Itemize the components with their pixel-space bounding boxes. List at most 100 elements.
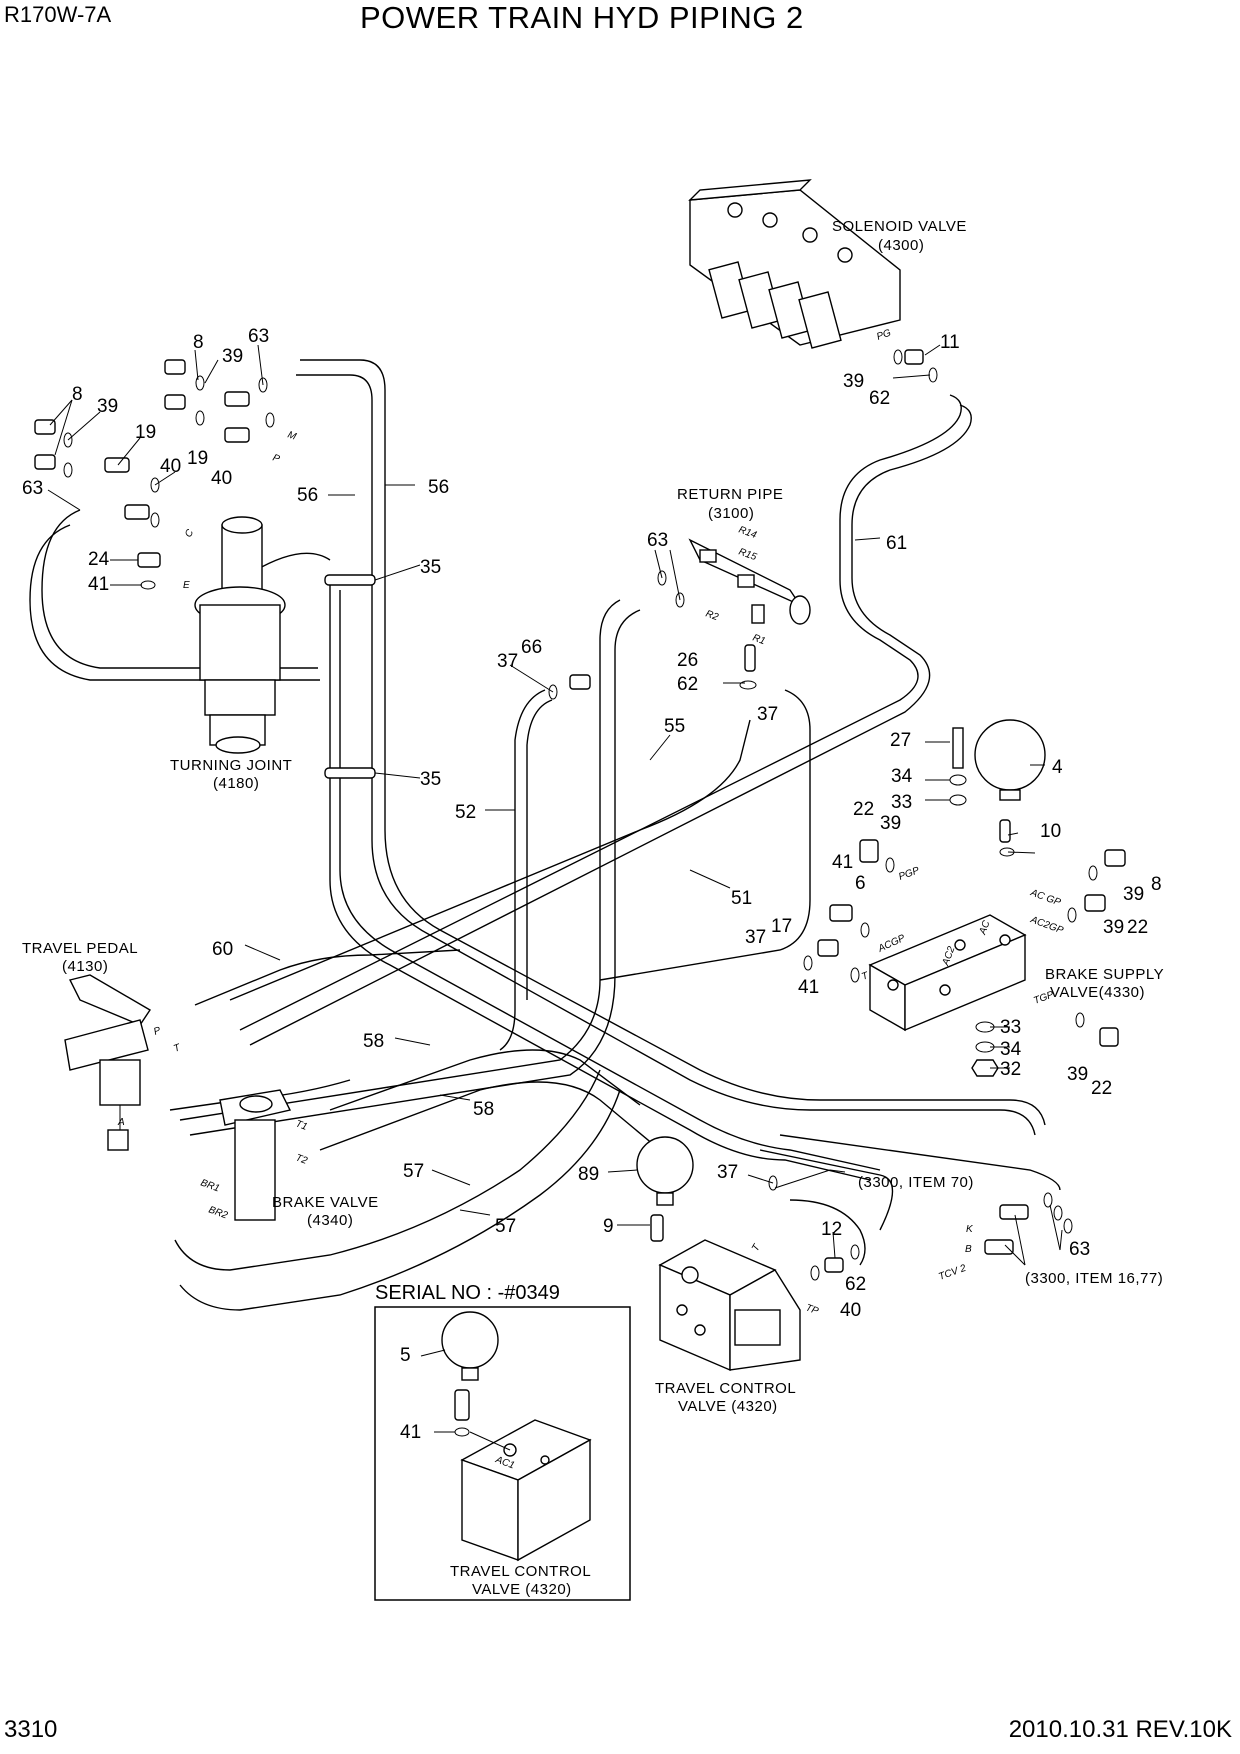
solenoid-valve <box>688 179 901 349</box>
callout: 17 <box>771 916 792 937</box>
revision-stamp: 2010.10.31 REV.10K <box>1008 1716 1232 1743</box>
port-label: R2 <box>704 608 720 623</box>
port-label: T1 <box>294 1118 309 1132</box>
callout: 39 <box>880 813 901 834</box>
port-label: R15 <box>737 546 758 563</box>
port-label: AC2GP <box>1028 914 1065 936</box>
ref-note-item70: (3300, ITEM 70) <box>858 1174 974 1191</box>
port-label: A <box>117 1117 125 1128</box>
travel-control-valve-code: VALVE (4320) <box>678 1398 778 1415</box>
return-pipe-label: RETURN PIPE <box>677 486 783 503</box>
port-label: T2 <box>294 1152 309 1166</box>
callout: 52 <box>455 802 476 823</box>
callout: 89 <box>578 1164 599 1185</box>
callout: 56 <box>297 485 318 506</box>
callout: 58 <box>473 1099 494 1120</box>
callout: 39 <box>1067 1064 1088 1085</box>
callout: 8 <box>72 384 83 405</box>
port-label: BR2 <box>207 1204 229 1221</box>
callout: 33 <box>1000 1017 1021 1038</box>
callout: 19 <box>135 422 156 443</box>
callout: 56 <box>428 477 449 498</box>
page-number: 3310 <box>4 1716 58 1743</box>
callout: 35 <box>420 557 441 578</box>
callout: 24 <box>88 549 110 570</box>
port-label: TCV 2 <box>937 1263 968 1283</box>
callout: 9 <box>603 1216 614 1237</box>
leader-lines <box>47 344 1063 1433</box>
travel-pedal-code: (4130) <box>62 958 108 975</box>
port-label: R14 <box>737 524 758 541</box>
callout: 39 <box>843 371 864 392</box>
callout: 66 <box>521 637 542 658</box>
travel-pedal-label: TRAVEL PEDAL <box>22 940 138 957</box>
model-number: R170W-7A <box>4 2 112 27</box>
callout: 40 <box>840 1300 861 1321</box>
callout: 57 <box>403 1161 424 1182</box>
port-label: R1 <box>751 632 767 647</box>
port-label: M <box>286 429 298 442</box>
callout: 60 <box>212 939 233 960</box>
port-label: BR1 <box>199 1177 221 1194</box>
port-label: E <box>183 580 190 591</box>
callout: 39 <box>97 396 118 417</box>
callout: 62 <box>845 1274 866 1295</box>
callout: 51 <box>731 888 752 909</box>
accumulators <box>441 719 1046 1381</box>
port-label: K <box>966 1224 974 1235</box>
inset-valve-label: TRAVEL CONTROL <box>450 1563 591 1580</box>
callout: 37 <box>497 651 518 672</box>
callout: 40 <box>211 468 232 489</box>
callout: 41 <box>400 1422 421 1443</box>
callout: 57 <box>495 1216 516 1237</box>
callout: 27 <box>890 730 911 751</box>
callout: 55 <box>664 716 685 737</box>
solenoid-valve-label: SOLENOID VALVE <box>832 218 967 235</box>
port-label: AC <box>977 918 993 936</box>
brake-supply-valve <box>868 914 1027 1032</box>
turning-joint-label: TURNING JOINT <box>170 757 292 774</box>
callout: 19 <box>187 448 208 469</box>
callout: 4 <box>1052 757 1063 778</box>
callout: 37 <box>717 1162 738 1183</box>
callout: 32 <box>1000 1059 1021 1080</box>
callout: 22 <box>1127 917 1148 938</box>
return-pipe-code: (3100) <box>708 505 754 522</box>
callout: 62 <box>677 674 698 695</box>
ref-note-item1677: (3300, ITEM 16,77) <box>1025 1270 1163 1287</box>
callout: 37 <box>757 704 778 725</box>
callout: 41 <box>832 852 853 873</box>
turning-joint-code: (4180) <box>213 775 259 792</box>
page-title: POWER TRAIN HYD PIPING 2 <box>360 0 804 35</box>
port-label: PG <box>875 327 893 342</box>
port-label: T <box>860 970 870 983</box>
component-labels: SOLENOID VALVE (4300) RETURN PIPE (3100)… <box>22 218 1164 1598</box>
serial-title: SERIAL NO : -#0349 <box>375 1282 560 1304</box>
port-label: C <box>183 527 197 539</box>
callout: 62 <box>869 388 890 409</box>
solenoid-valve-code: (4300) <box>878 237 924 254</box>
port-label: P <box>152 1025 162 1038</box>
port-label: B <box>965 1244 972 1255</box>
callout: 33 <box>891 792 912 813</box>
callout: 39 <box>1103 917 1124 938</box>
port-label: AC GP <box>1028 887 1062 908</box>
brake-valve <box>219 1089 292 1221</box>
callout: 8 <box>1151 874 1162 895</box>
clamps <box>324 564 421 779</box>
travel-pedal <box>64 974 151 1151</box>
callout: 6 <box>855 873 866 894</box>
port-label: TGP <box>1032 989 1055 1006</box>
callout: 5 <box>400 1345 411 1366</box>
callout: 10 <box>1040 821 1061 842</box>
callout: 58 <box>363 1031 384 1052</box>
fittings <box>34 349 1126 1437</box>
callout: 37 <box>745 927 766 948</box>
port-label: PGP <box>897 865 921 883</box>
turning-joint <box>194 516 286 754</box>
callout: 61 <box>886 533 907 554</box>
callout: 8 <box>193 332 204 353</box>
port-label: T <box>750 1242 763 1254</box>
